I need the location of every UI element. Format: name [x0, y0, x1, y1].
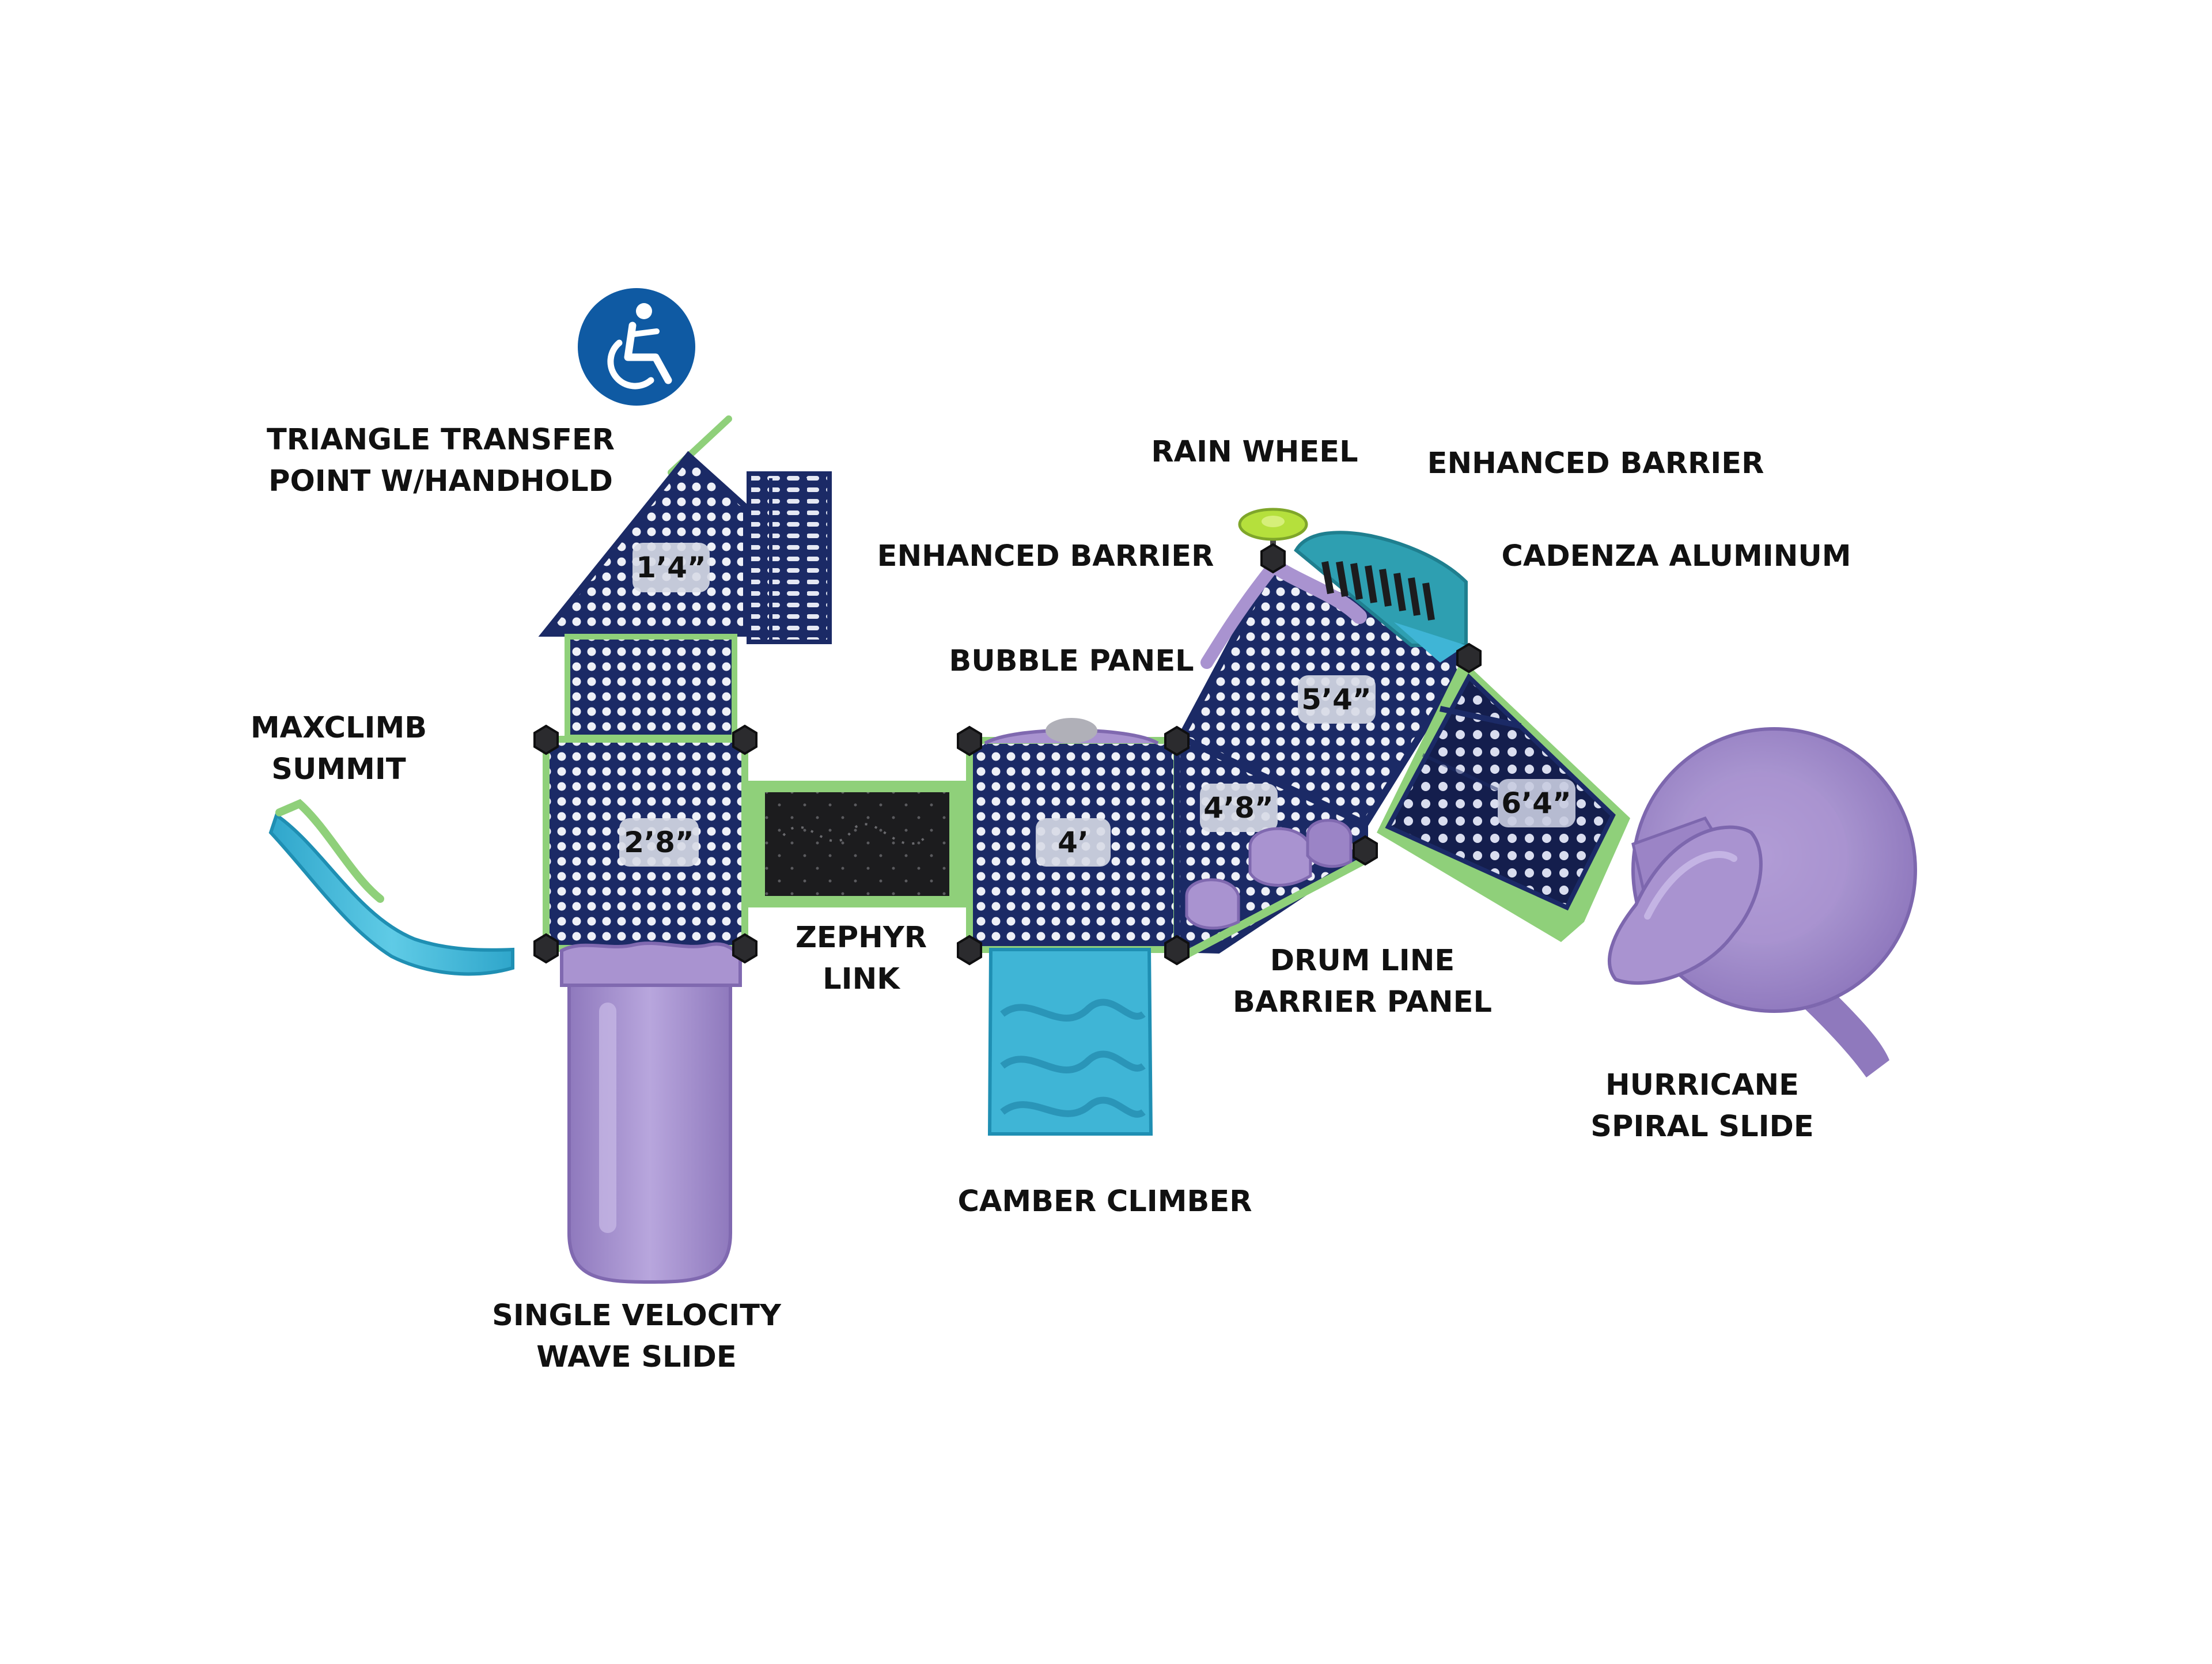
label-cadenza-aluminum: CADENZA ALUMINUM — [1501, 539, 1851, 573]
label-enhanced-barrier-left: ENHANCED BARRIER — [877, 539, 1214, 573]
label-maxclimb-summit: MAXCLIMB SUMMIT — [250, 711, 427, 786]
label-hurricane-spiral-slide: HURRICANE SPIRAL SLIDE — [1590, 1068, 1814, 1144]
height-label-deck-mid: 4’ — [1058, 826, 1089, 859]
label-zephyr-link: ZEPHYR LINK — [795, 921, 927, 996]
post-clamps — [533, 543, 1482, 966]
label-bubble-panel: BUBBLE PANEL — [949, 644, 1194, 678]
label-single-velocity-wave-slide: SINGLE VELOCITY WAVE SLIDE — [492, 1299, 781, 1374]
label-triangle-transfer: TRIANGLE TRANSFER POINT W/HANDHOLD — [266, 423, 615, 498]
transfer-steps — [565, 634, 737, 740]
label-camber-climber: CAMBER CLIMBER — [957, 1185, 1252, 1219]
height-label-deck-ramp: 4’8” — [1203, 791, 1273, 825]
single-velocity-wave-slide — [560, 941, 742, 1284]
zephyr-link — [745, 781, 969, 907]
hurricane-spiral-slide — [1607, 727, 1917, 1077]
triangle-transfer-point — [538, 415, 832, 644]
maxclimb-summit — [268, 799, 514, 976]
wheelchair-accessible-icon — [578, 288, 695, 406]
drum-line-barrier-panel — [1180, 819, 1365, 960]
deck-mid — [966, 718, 1180, 953]
height-label-transfer: 1’4” — [636, 551, 706, 584]
height-label-deck-left: 2’8” — [624, 826, 694, 859]
deck-slide — [1377, 657, 1630, 942]
label-rain-wheel: RAIN WHEEL — [1151, 435, 1358, 469]
camber-climber — [987, 948, 1153, 1136]
label-enhanced-barrier-top: ENHANCED BARRIER — [1427, 447, 1764, 481]
height-label-deck-slide: 6’4” — [1501, 786, 1571, 820]
height-label-deck-top: 5’4” — [1301, 683, 1371, 716]
cadenza-aluminum — [1294, 531, 1468, 663]
label-drum-line-barrier-panel: DRUM LINE BARRIER PANEL — [1233, 944, 1492, 1019]
